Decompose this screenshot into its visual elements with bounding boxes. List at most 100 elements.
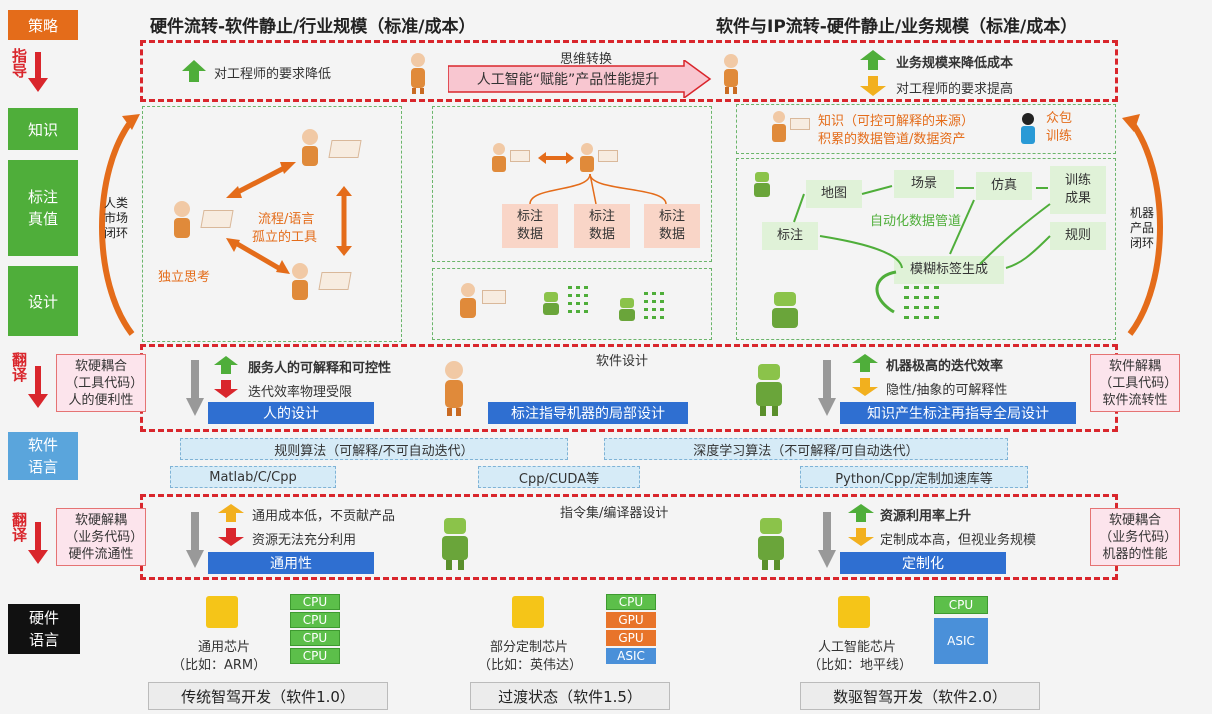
data-dots-icon (644, 292, 664, 319)
arrow-text: 人工智能“赋能”产品性能提升 (476, 72, 660, 88)
human-loop-label: 人类市场闭环 (103, 196, 128, 240)
cpu-block: CPU (290, 648, 340, 664)
left-pink-note-2: 软硬解耦（业务代码）硬件流通性 (56, 508, 146, 566)
label-truth-label: 标注真值 (8, 160, 78, 256)
software-lang-label: 软件语言 (8, 432, 78, 480)
guide-right-down-text: 对工程师的要求提高 (896, 82, 1014, 97)
knowledge-line2: 积累的数据管道/数据资产 (818, 132, 966, 147)
chip-icon (206, 596, 238, 628)
translate2-label: 翻译 (10, 512, 28, 542)
cpu-block: CPU (934, 596, 988, 614)
gray-down-arrow-icon (186, 360, 204, 416)
up-arrow-icon (182, 60, 206, 82)
chip3-name: 人工智能芯片 (818, 640, 897, 655)
cd-up-text: 通用成本低，不贡献产品 (252, 509, 396, 524)
label-box: 标注 (762, 222, 818, 250)
gray-down-arrow-icon (818, 360, 836, 416)
chip2-name: 部分定制芯片 (490, 640, 569, 655)
global-design-bar: 知识产生标注再指导全局设计 (840, 402, 1076, 424)
cd-down-text-r: 定制成本高，但视业务规模 (880, 533, 1037, 548)
gpu-block: GPU (606, 630, 656, 646)
isolated-text: 孤立的工具 (252, 230, 318, 245)
double-arrow-icon (538, 152, 574, 164)
map-box: 地图 (806, 180, 862, 208)
cd-up-text-r: 资源利用率上升 (880, 509, 972, 524)
translate2-arrow-icon (28, 522, 48, 564)
rule-algo-box: 规则算法（可解释/不可自动迭代） (180, 438, 568, 460)
guide-right-up-text: 业务规模来降低成本 (896, 56, 1014, 71)
right-pink-note-1: 软件解耦（工具代码）软件流转性 (1090, 354, 1180, 412)
label-data-box: 标注数据 (574, 204, 630, 248)
engineer-figure (406, 52, 430, 94)
knowledge-label: 知识 (8, 108, 78, 150)
engineer-figure (296, 128, 324, 176)
fuzzy-label-box: 模糊标签生成 (894, 256, 1004, 284)
label-data-box: 标注数据 (502, 204, 558, 248)
independent-text: 独立思考 (158, 270, 211, 285)
sd-up-text-r: 机器极高的迭代效率 (886, 359, 1004, 374)
software-design-title: 软件设计 (596, 354, 649, 369)
right-knowledge-panel (736, 104, 1116, 154)
chip3-example: （比如：地平线） (808, 658, 913, 673)
down-arrow-icon (860, 76, 886, 96)
data-dots-icon (568, 286, 588, 313)
laptop-icon (790, 118, 810, 130)
human-loop-arrow-icon (99, 114, 140, 336)
guide-down-arrow-icon (28, 52, 48, 92)
double-arrow-icon (226, 238, 290, 274)
machine-loop-arrow-icon (1122, 114, 1163, 336)
robot-icon (540, 290, 562, 324)
up-arrow-icon (214, 356, 238, 374)
double-arrow-icon (336, 186, 352, 256)
design-label: 设计 (8, 266, 78, 336)
label-data-box: 标注数据 (644, 204, 700, 248)
chip1-name: 通用芯片 (198, 640, 251, 655)
laptop-icon (328, 140, 362, 158)
process-text: 流程/语言 (258, 212, 315, 227)
robot-icon (768, 290, 802, 338)
cpu-block: CPU (290, 594, 340, 610)
lang2-box: Cpp/CUDA等 (478, 466, 640, 488)
down-arrow-icon (218, 528, 244, 546)
right-pink-note-2: 软硬耦合（业务代码）机器的性能 (1090, 508, 1180, 566)
left-pink-note-1: 软硬耦合（工具代码）人的便利性 (56, 354, 146, 412)
curved-arrow-icon (875, 270, 897, 314)
guide-left-up-text: 对工程师的要求降低 (214, 67, 332, 82)
translate1-arrow-icon (28, 366, 48, 408)
engineer-figure (488, 142, 510, 180)
gray-down-arrow-icon (186, 512, 204, 568)
cpu-block: CPU (290, 612, 340, 628)
rules-box: 规则 (1050, 222, 1106, 250)
laptop-icon (482, 290, 506, 304)
hardware-lang-label: 硬件语言 (8, 604, 80, 654)
header-right: 软件与IP流转-硬件静止/业务规模（标准/成本） (716, 17, 1078, 37)
dl-algo-box: 深度学习算法（不可解释/可自动迭代） (604, 438, 1008, 460)
sd-down-text: 迭代效率物理受限 (248, 385, 353, 400)
header-left: 硬件流转-软件静止/行业规模（标准/成本） (150, 17, 476, 37)
mid-top-panel (432, 106, 712, 262)
robot-icon (752, 170, 772, 206)
engineer-figure (768, 110, 790, 150)
left-panel (142, 106, 402, 342)
data-dots-icon (904, 286, 939, 319)
up-arrow-icon (860, 50, 886, 70)
laptop-icon (200, 210, 234, 228)
big-pink-arrow (448, 60, 712, 98)
lang3-box: Python/Cpp/定制加速库等 (800, 466, 1028, 488)
robot-icon (754, 516, 788, 576)
machine-loop-label: 机器产品闭环 (1129, 206, 1154, 250)
mid-bottom-panel (432, 268, 712, 340)
chip-icon (838, 596, 870, 628)
laptop-icon (510, 150, 530, 162)
robot-icon (616, 296, 638, 330)
double-arrow-icon (226, 162, 296, 198)
chip2-example: （比如：英伟达） (478, 658, 583, 673)
engineer-figure (286, 262, 314, 310)
crowd-text: 众包训练 (1046, 111, 1073, 144)
guide-label: 指导 (10, 48, 28, 78)
up-arrow-icon (848, 504, 874, 522)
train-result-box: 训练成果 (1050, 166, 1106, 214)
footer-software-1-5: 过渡状态（软件1.5） (470, 682, 670, 710)
think-shift-text: 思维转换 (560, 52, 613, 67)
down-arrow-icon (848, 528, 874, 546)
